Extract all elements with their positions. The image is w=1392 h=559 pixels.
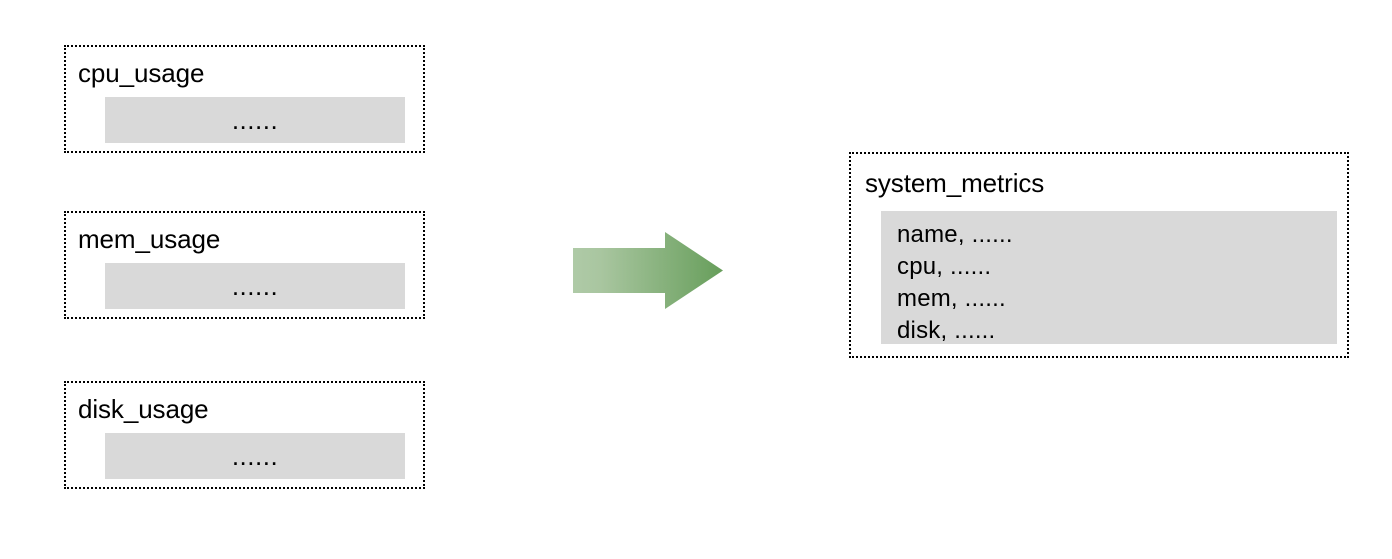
source-box-disk-usage: disk_usage ...... — [64, 381, 425, 489]
source-box-body: ...... — [105, 433, 405, 479]
arrow-right-icon — [573, 232, 723, 309]
source-box-ellipsis: ...... — [231, 271, 279, 301]
target-row-disk: disk, ...... — [897, 317, 996, 344]
target-box-title: system_metrics — [865, 168, 1045, 198]
target-row-cpu: cpu, ...... — [897, 253, 992, 280]
target-row-name: name, ...... — [897, 221, 1013, 248]
source-box-body: ...... — [105, 263, 405, 309]
source-box-title: cpu_usage — [78, 58, 205, 88]
flow-arrow — [572, 231, 724, 311]
source-box-cpu-usage: cpu_usage ...... — [64, 45, 425, 153]
source-box-title: disk_usage — [78, 394, 209, 424]
target-box-body: name, ...... cpu, ...... mem, ...... dis… — [881, 211, 1337, 344]
source-box-body: ...... — [105, 97, 405, 143]
source-box-ellipsis: ...... — [231, 441, 279, 471]
target-box-system-metrics: system_metrics name, ...... cpu, ...... … — [849, 152, 1349, 358]
source-box-mem-usage: mem_usage ...... — [64, 211, 425, 319]
target-row-mem: mem, ...... — [897, 285, 1006, 312]
source-box-title: mem_usage — [78, 224, 221, 254]
source-box-ellipsis: ...... — [231, 105, 279, 135]
